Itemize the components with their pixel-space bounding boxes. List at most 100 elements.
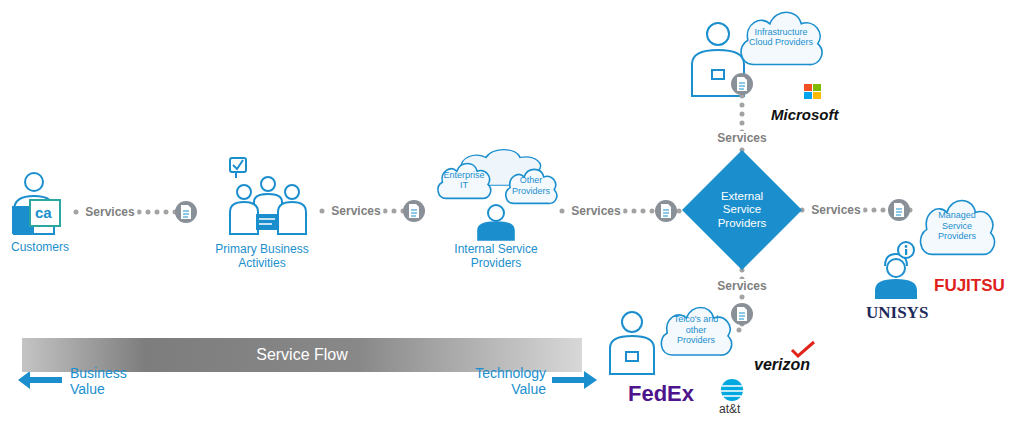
business-people-figure: [233, 160, 243, 169]
document-icon: [409, 204, 419, 218]
logo-text: ca: [35, 204, 52, 221]
edge-label: Services: [808, 203, 863, 217]
document-icon: [737, 77, 747, 91]
business-people-figure: [235, 172, 237, 178]
telco-person-figure: [626, 352, 638, 361]
microsoft-flag: [804, 92, 812, 99]
node-label: Primary Business Activities: [202, 243, 322, 272]
telco-person-figure: [622, 312, 642, 332]
document-icon: [175, 201, 197, 223]
edge-label: Services: [568, 204, 623, 218]
verizon-check: [792, 342, 814, 356]
business-people-figure: [230, 158, 306, 234]
customer-figure: [25, 173, 43, 191]
node-label: Internal Service Providers: [430, 243, 562, 272]
att-globe: [721, 379, 743, 401]
business-value-arrow: [18, 371, 62, 389]
brand-logo: UNISYS: [866, 303, 928, 323]
document-icon: [739, 83, 745, 89]
brand-logo: verizon: [754, 356, 810, 374]
business-people-figure: [285, 185, 299, 199]
cloud-outline: [921, 201, 995, 255]
internal-providers-figure: [488, 205, 504, 221]
provider-cloud: Telco's and other Providers: [656, 300, 736, 360]
edge-label: Services: [328, 204, 383, 218]
customer-figure: [30, 200, 60, 226]
internal-providers-figure: [478, 222, 514, 240]
provider-cloud: Other Providers: [502, 164, 560, 207]
document-icon: [894, 203, 904, 217]
band-label: Service Flow: [256, 346, 348, 364]
business-people-figure: [237, 185, 251, 199]
managed-person-figure: [905, 245, 908, 248]
node-label: Telco's and other Providers: [667, 314, 726, 345]
document-icon: [175, 201, 197, 223]
brand-logo: at&t: [719, 403, 740, 417]
node-label: Managed Service Providers: [926, 210, 988, 241]
business-people-figure: [278, 202, 306, 234]
microsoft-flag: [813, 84, 821, 91]
node-label: External Service Providers: [705, 190, 779, 230]
business-value-arrow: [18, 371, 62, 389]
document-icon: [731, 303, 753, 325]
node-label: Other Providers: [510, 175, 553, 196]
microsoft-flag: [804, 84, 812, 91]
microsoft-flag: [813, 92, 821, 99]
document-icon: [655, 200, 677, 222]
att-globe: [721, 386, 743, 396]
document-icon: [731, 73, 753, 95]
managed-person-figure: [898, 242, 914, 258]
cloud-outline: [506, 169, 557, 203]
managed-person-figure: [876, 242, 916, 298]
node-label: Enterprise IT: [442, 170, 486, 191]
document-icon: [896, 209, 902, 215]
brand-logo: Microsoft: [771, 106, 839, 123]
document-icon: [731, 73, 753, 95]
document-icon: [888, 199, 910, 221]
node-label: Infrastructure Cloud Providers: [747, 27, 815, 48]
cloud-outline: [741, 12, 822, 64]
managed-person-figure: [876, 280, 916, 298]
business-node: Primary Business Activities: [202, 150, 322, 272]
value-label: Technology Value: [462, 365, 546, 397]
provider-group: Internal Service Providers Enterprise IT O…: [430, 150, 562, 272]
customer-figure: [12, 173, 60, 234]
managed-person-figure: [887, 259, 905, 277]
value-label: Business Value: [70, 365, 134, 397]
att-globe: [721, 379, 743, 401]
document-icon: [181, 205, 191, 219]
infrastructure-person-figure: [712, 70, 724, 79]
cloud-outline: [438, 164, 491, 199]
document-icon: [739, 313, 745, 319]
document-icon: [731, 303, 753, 325]
provider-cloud: Infrastructure Cloud Providers: [735, 4, 827, 70]
provider-cloud: Enterprise IT: [434, 158, 494, 202]
business-people-figure: [259, 219, 275, 224]
edge-label: Services: [82, 205, 137, 219]
document-icon: [403, 200, 425, 222]
document-icon: [403, 200, 425, 222]
managed-person-figure: [905, 249, 907, 255]
microsoft-flag: [804, 84, 821, 99]
diamond-shape: [682, 150, 802, 270]
business-people-figure: [261, 177, 275, 191]
telco-person-figure: [610, 312, 654, 374]
business-people-figure: [256, 214, 278, 230]
provider-cloud: Managed Service Providers: [915, 192, 999, 260]
document-icon: [663, 210, 669, 216]
edge-label: Services: [714, 279, 769, 293]
brand-logo: FUJITSU: [934, 276, 1005, 296]
document-icon: [737, 307, 747, 321]
edge-label: Services: [714, 131, 769, 145]
document-icon: [888, 199, 910, 221]
infrastructure-person-figure: [707, 23, 729, 45]
telco-person-figure: [610, 336, 654, 374]
technology-value-arrow: [552, 371, 597, 389]
document-icon: [183, 211, 189, 217]
decision-diamond: External Service Providers: [682, 150, 802, 270]
business-people-figure: [230, 158, 246, 172]
business-people-figure: [230, 202, 258, 234]
